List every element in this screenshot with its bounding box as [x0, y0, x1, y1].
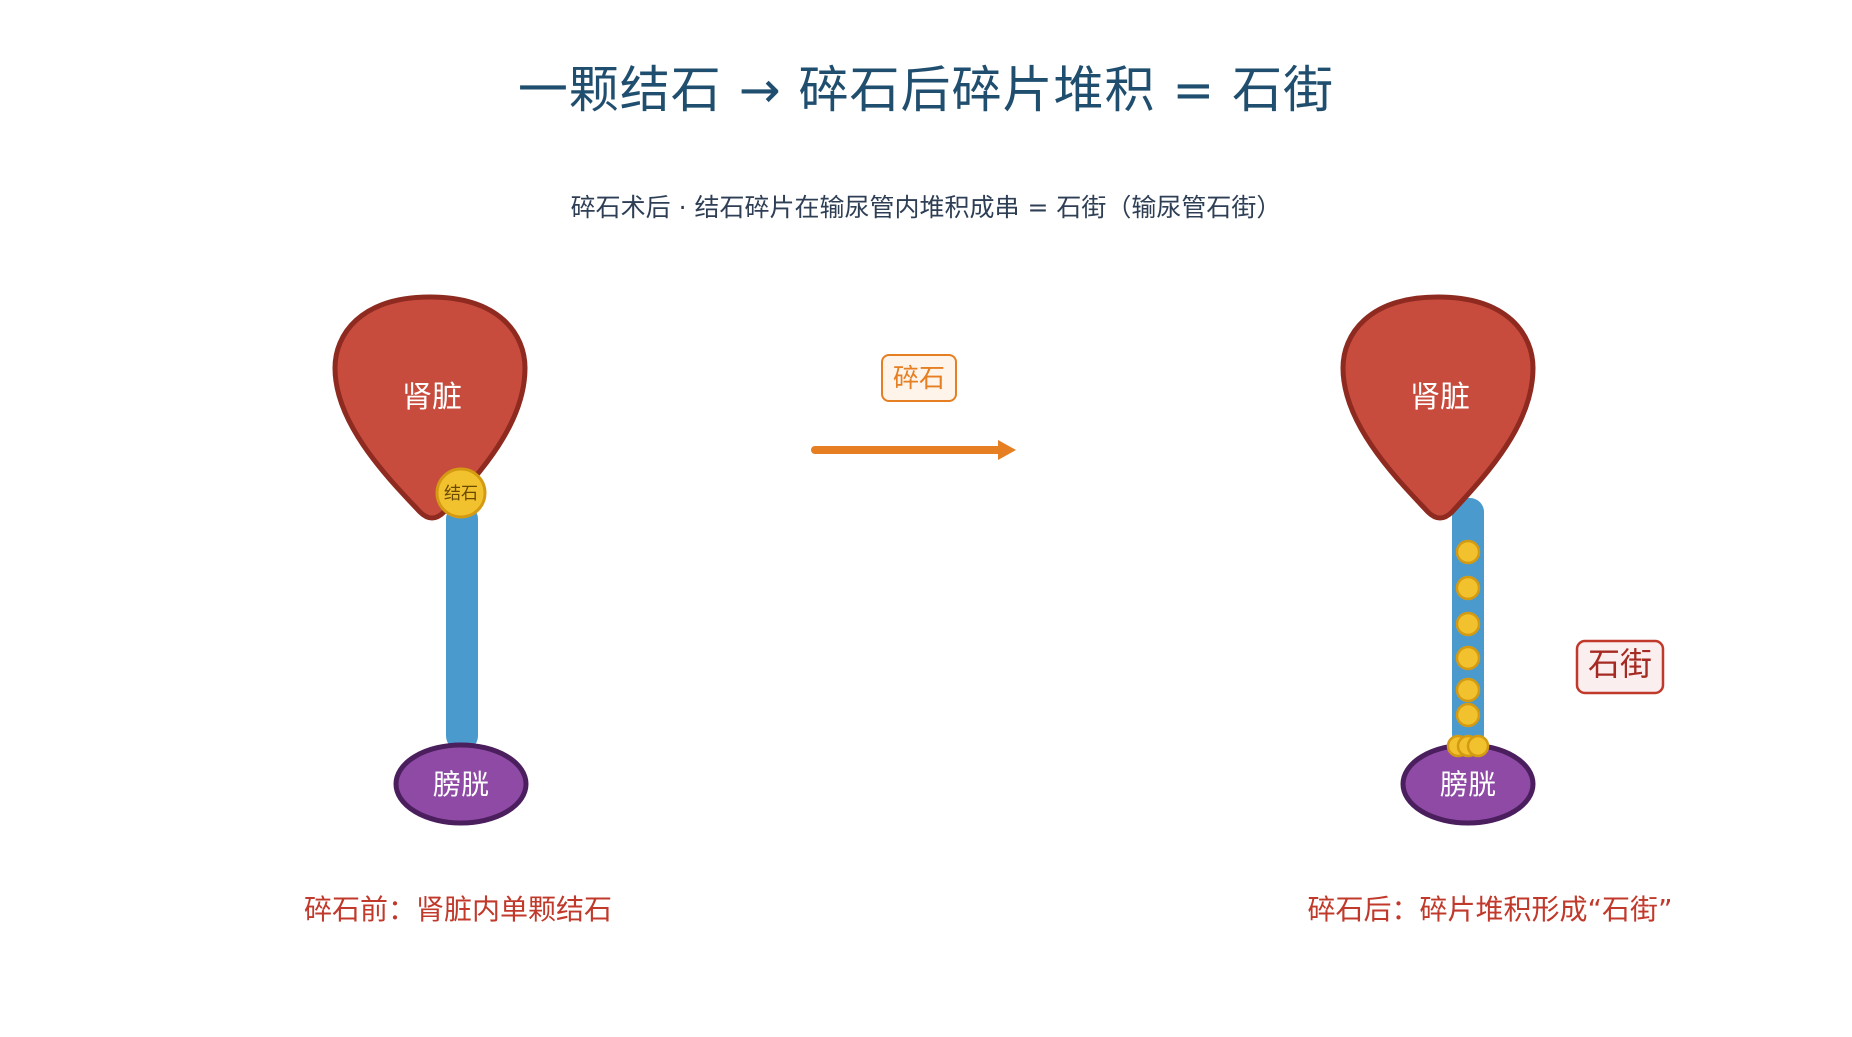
street-label-box [1575, 639, 1665, 695]
transition-label: 碎石 [893, 364, 945, 394]
street-label: 石街 [1588, 645, 1652, 683]
stone-fragment [1455, 575, 1481, 601]
before-stone [435, 467, 487, 519]
before-stone-label: 结石 [444, 484, 478, 504]
stone-fragment [1455, 645, 1481, 671]
after-kidney-label: 肾脏 [1410, 380, 1470, 415]
after-kidney [1340, 294, 1536, 521]
transition-arrow-head [998, 440, 1016, 460]
before-kidney [332, 294, 528, 521]
before-panel: 肾脏 膀胱 结石 [332, 294, 529, 826]
page-title: 一颗结石 → 碎石后碎片堆积 = 石街 [517, 61, 1335, 119]
before-caption: 碎石前：肾脏内单颗结石 [303, 893, 612, 926]
stone-fragment [1466, 734, 1490, 758]
after-bladder-label: 膀胱 [1440, 768, 1496, 801]
stone-fragments [1446, 539, 1490, 758]
stone-fragment [1455, 539, 1481, 565]
before-kidney-label: 肾脏 [402, 380, 462, 415]
after-panel: 肾脏 膀胱 石街 [1340, 294, 1665, 826]
transition-label-box [881, 354, 957, 402]
after-caption: 碎石后：碎片堆积形成“石街” [1307, 893, 1673, 926]
stone-fragment [1455, 611, 1481, 637]
transition: 碎石 [811, 354, 1016, 460]
before-bladder-label: 膀胱 [433, 768, 489, 801]
before-bladder [393, 742, 529, 826]
stone-fragment [1455, 677, 1481, 703]
before-ureter [446, 505, 478, 750]
stone-fragment [1455, 702, 1481, 728]
page-subtitle: 碎石术后 · 结石碎片在输尿管内堆积成串 = 石街（输尿管石街） [570, 193, 1282, 222]
